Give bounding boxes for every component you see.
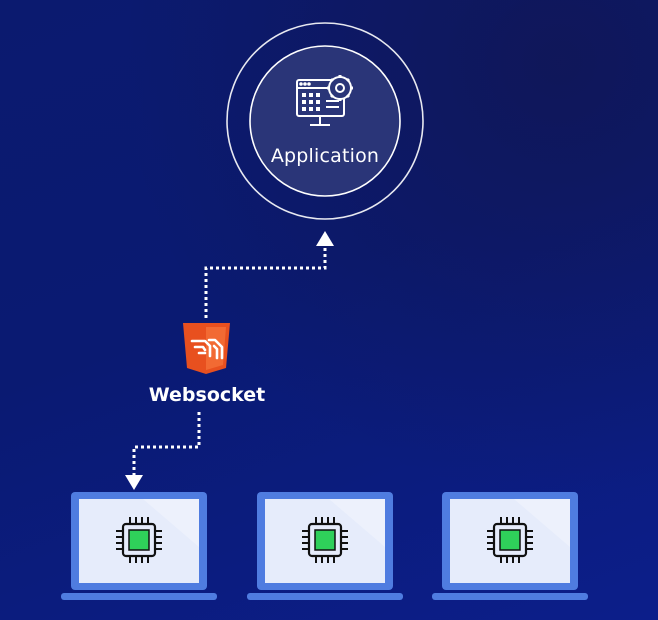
connector-to-device [125, 412, 201, 490]
application-label: Application [270, 145, 380, 167]
laptop-2 [247, 492, 403, 600]
application-outer-ring [226, 22, 424, 220]
connector-to-application [204, 231, 334, 318]
monitor-settings-icon [296, 75, 353, 126]
websocket-label: Websocket [148, 384, 266, 406]
chip-icon [116, 517, 162, 563]
arrowhead-up [316, 231, 334, 246]
dotted-path-down [132, 412, 201, 475]
chip-icon [302, 517, 348, 563]
websocket-shield-icon [183, 323, 230, 374]
laptop-1 [61, 492, 217, 600]
application-inner-circle [249, 45, 401, 197]
arrowhead-down [125, 475, 143, 490]
dotted-path-up [204, 246, 327, 318]
application-node [226, 22, 424, 220]
chip-icon [487, 517, 533, 563]
laptop-3 [432, 492, 588, 600]
